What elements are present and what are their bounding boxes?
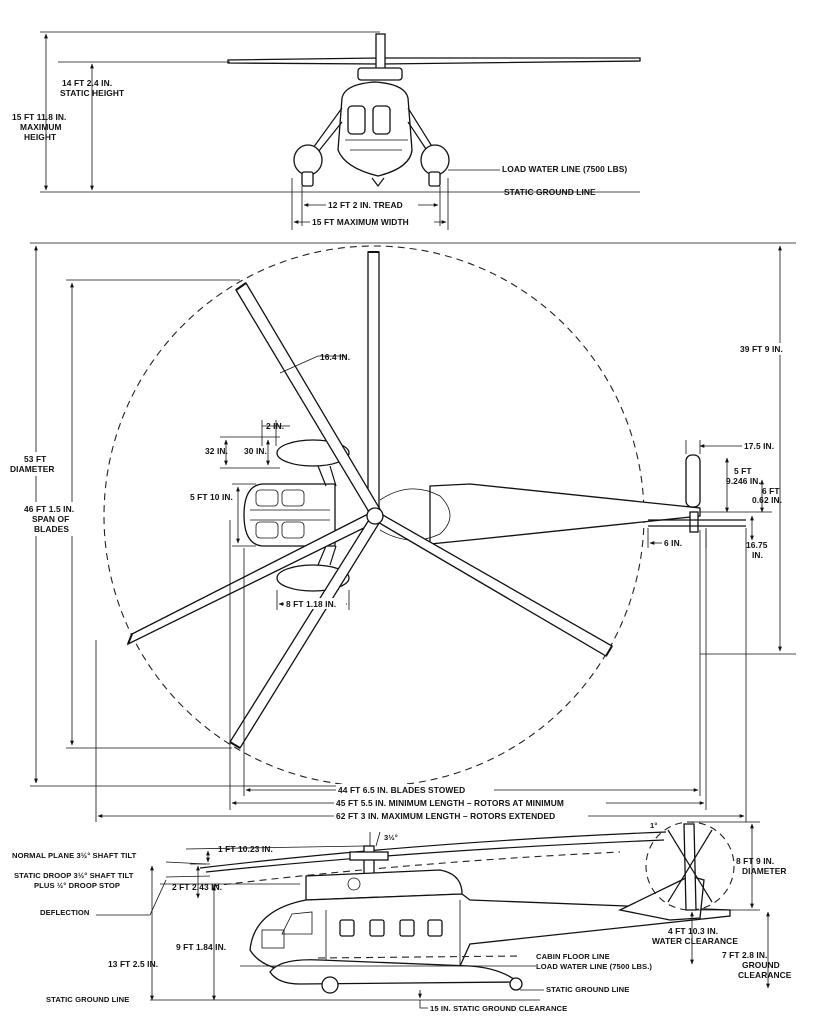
- static-height-caption: STATIC HEIGHT: [60, 88, 125, 98]
- rotor-diameter-label-1: 53 FT: [24, 454, 47, 464]
- plan-tail-boom: [429, 483, 701, 545]
- float-30in-label: 30 IN.: [244, 446, 267, 456]
- blade-chord-label: 16.4 IN.: [320, 352, 350, 362]
- front-float-left: [293, 144, 323, 176]
- fuselage-width-label: 5 FT 10 IN.: [190, 492, 233, 502]
- static-droop-label: STATIC DROOP 3½° SHAFT TILT: [14, 871, 134, 880]
- angle-top-label: 3½°: [384, 833, 398, 842]
- tail-6ft-label-1: 6 FT: [762, 486, 780, 496]
- overall-13ft-label: 13 FT 2.5 IN.: [108, 959, 158, 969]
- tail-6in-label: 6 IN.: [664, 538, 682, 548]
- cabin-floor-label: CABIN FLOOR LINE: [536, 952, 610, 961]
- static-ground-line-label: STATIC GROUND LINE: [504, 187, 596, 197]
- side-load-water-label: LOAD WATER LINE (7500 LBS.): [536, 962, 652, 971]
- plan-tail-gearbox: [689, 511, 699, 533]
- hub-1ft-label: 1 FT 10.23 IN.: [218, 844, 273, 854]
- static-height-label: 14 FT 2.4 IN.: [62, 78, 112, 88]
- front-rotor-head: [357, 67, 403, 81]
- float-2in-label: 2 IN.: [266, 421, 284, 431]
- tail-16-75-label-2: IN.: [752, 550, 763, 560]
- static-ground-clearance-label: 15 IN. STATIC GROUND CLEARANCE: [430, 1004, 567, 1013]
- span-label-3: BLADES: [34, 524, 69, 534]
- front-wheel-left: [301, 171, 314, 187]
- plus-droop-label: PLUS ½° DROOP STOP: [34, 881, 120, 890]
- side-fuselage: [249, 893, 731, 973]
- normal-plane-label: NORMAL PLANE 3½° SHAFT TILT: [12, 851, 137, 860]
- span-label-2: SPAN OF: [32, 514, 69, 524]
- blade-2: [235, 282, 382, 518]
- float-32in-label: 32 IN.: [205, 446, 228, 456]
- max-height-label-1: 15 FT 11.8 IN.: [12, 112, 66, 122]
- plan-tail-rotor-blade: [648, 519, 746, 527]
- side-window-4: [427, 919, 443, 937]
- side-window-2: [369, 919, 385, 937]
- side-rotor-normal: [199, 831, 667, 869]
- side-ground-line-left: STATIC GROUND LINE: [46, 995, 129, 1004]
- blades-stowed-label: 44 FT 6.5 IN. BLADES STOWED: [338, 785, 465, 795]
- side-main-wheel: [321, 976, 339, 994]
- front-struts: [312, 107, 434, 153]
- side-tail-wheel: [509, 977, 523, 991]
- tread-label: 12 FT 2 IN. TREAD: [328, 200, 403, 210]
- min-length-label: 45 FT 5.5 IN. MINIMUM LENGTH – ROTORS AT…: [336, 798, 564, 808]
- plan-view: 39 FT 9 IN. 16.4 IN. 53 FT DIAMETER 46 F…: [10, 242, 796, 822]
- tail-rotor-dia-label-2: DIAMETER: [742, 866, 787, 876]
- plan-rotor-hub: [366, 507, 384, 525]
- front-wheel-right: [428, 171, 441, 187]
- cabin-9ft-label: 9 FT 1.84 IN.: [176, 942, 226, 952]
- side-window-1: [339, 919, 355, 937]
- angle-tail-label: 1°: [650, 821, 657, 830]
- tail-rotor-dia-label-1: 8 FT 9 IN.: [736, 856, 774, 866]
- max-height-label-2: MAXIMUM: [20, 122, 62, 132]
- span-label-1: 46 FT 1.5 IN.: [24, 504, 74, 514]
- tail-17-5-label: 17.5 IN.: [744, 441, 774, 451]
- side-float: [269, 959, 520, 985]
- max-length-label: 62 FT 3 IN. MAXIMUM LENGTH – ROTORS EXTE…: [336, 811, 555, 821]
- float-length-label: 8 FT 1.18 IN.: [286, 599, 336, 609]
- ground-clear-label-1: 7 FT 2.8 IN.: [722, 950, 767, 960]
- ground-clear-label-2: GROUND: [742, 960, 780, 970]
- plan-fuselage-nose: [243, 483, 336, 547]
- height-39ft-label: 39 FT 9 IN.: [740, 344, 783, 354]
- side-ground-line-right: STATIC GROUND LINE: [546, 985, 629, 994]
- water-clear-label-2: WATER CLEARANCE: [652, 936, 738, 946]
- load-water-line-label: LOAD WATER LINE (7500 LBS): [502, 164, 627, 174]
- deflection-label: DEFLECTION: [40, 908, 90, 917]
- water-clear-label-1: 4 FT 10.3 IN.: [668, 926, 718, 936]
- plan-tail-rotor-upper: [685, 454, 701, 508]
- side-window-3: [399, 919, 415, 937]
- tail-16-75-label-1: 16.75: [746, 540, 768, 550]
- side-rotor-droop: [211, 851, 621, 887]
- max-width-label: 15 FT MAXIMUM WIDTH: [312, 217, 409, 227]
- front-window-right: [372, 105, 391, 135]
- tail-6ft-label-2: 0.62 IN.: [752, 495, 782, 505]
- tail-5ft-label-2: 9.246 IN.: [726, 476, 761, 486]
- tail-5ft-label-1: 5 FT: [734, 466, 752, 476]
- front-rotor-blade: [227, 57, 641, 65]
- max-height-label-3: HEIGHT: [24, 132, 57, 142]
- blade-1: [367, 251, 380, 513]
- front-float-right: [420, 144, 450, 176]
- side-view: NORMAL PLANE 3½° SHAFT TILT STATIC DROOP…: [12, 821, 792, 1013]
- ground-clear-label-3: CLEARANCE: [738, 970, 792, 980]
- front-window-left: [347, 105, 366, 135]
- rotor-diameter-label-2: DIAMETER: [10, 464, 55, 474]
- hub-2ft-label: 2 FT 2.43 IN.: [172, 882, 222, 892]
- front-view: 14 FT 2.4 IN. STATIC HEIGHT 15 FT 11.8 I…: [12, 31, 641, 230]
- plan-rotor-blades: [126, 251, 613, 749]
